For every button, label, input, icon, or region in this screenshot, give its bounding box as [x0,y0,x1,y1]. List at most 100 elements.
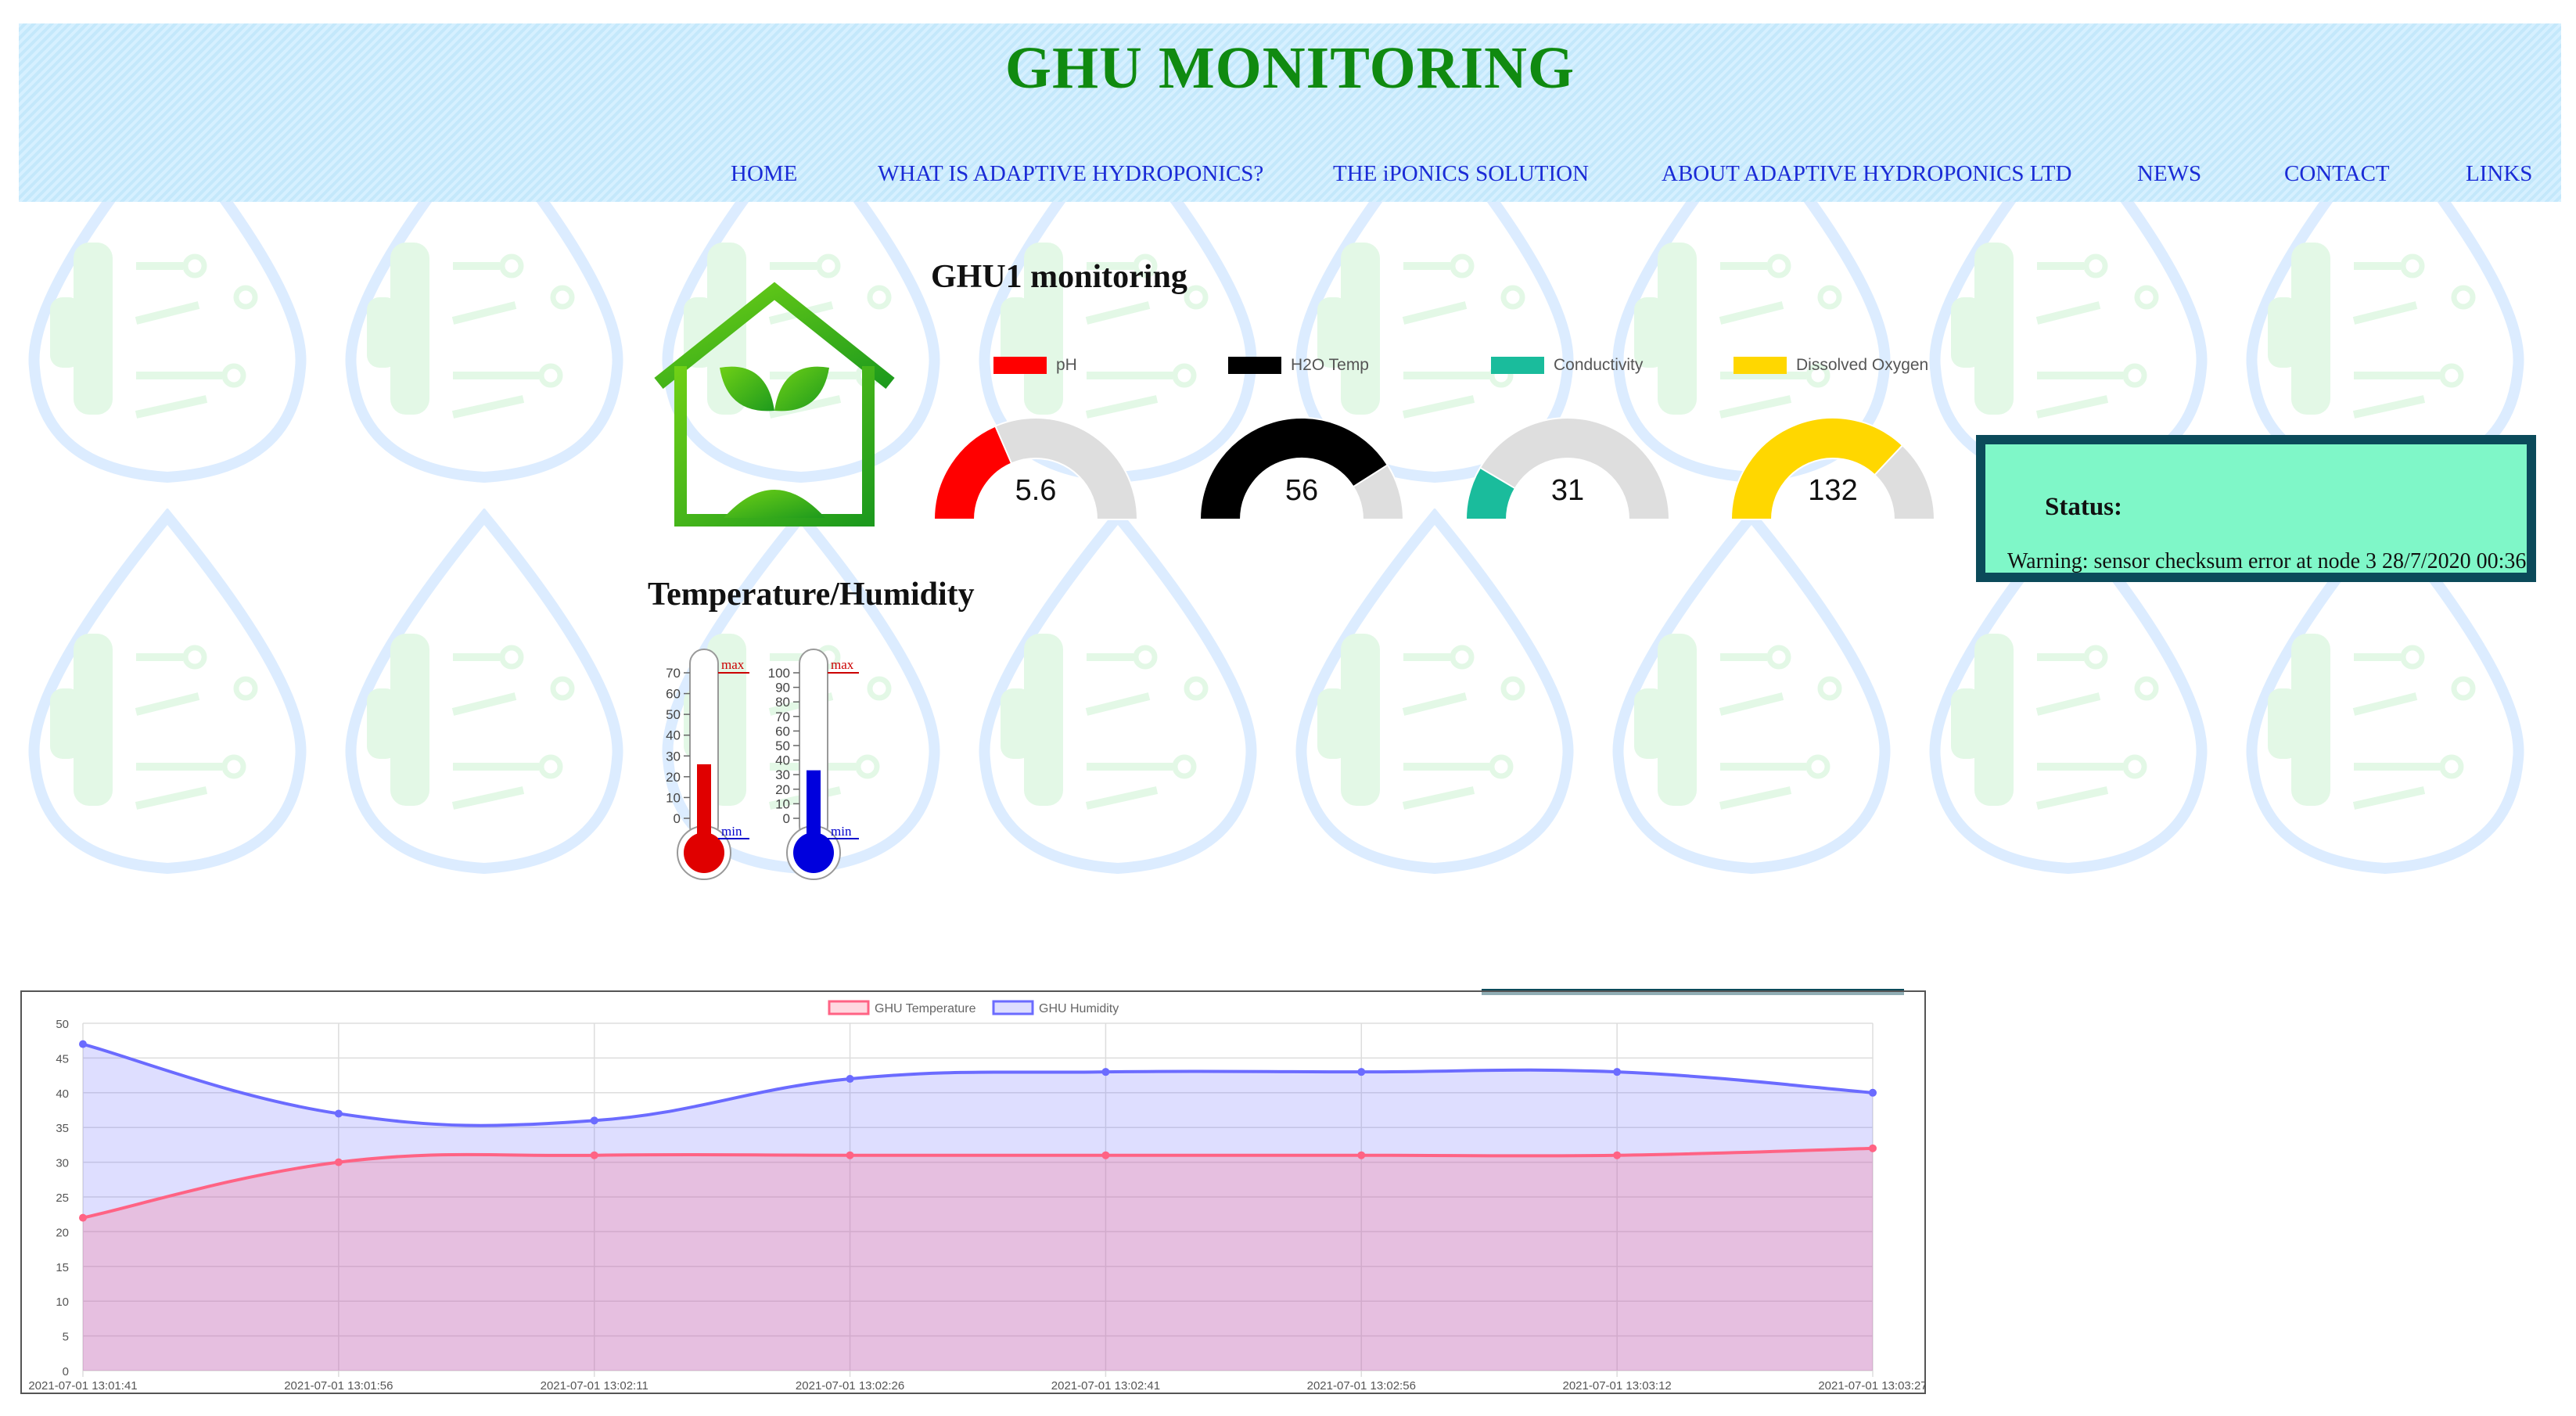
y-tick-label: 10 [56,1296,69,1309]
y-tick-label: 5 [63,1331,69,1344]
y-tick-label: 50 [56,1018,69,1031]
temperature-thermometer-tick-label: 20 [666,770,681,785]
y-tick-label: 15 [56,1261,69,1274]
humidity-thermometer-tick-label: 80 [775,695,790,710]
nav-what-is-adaptive-hydroponics[interactable]: WHAT IS ADAPTIVE HYDROPONICS? [878,161,1264,186]
series-point [590,1116,598,1125]
x-tick-label: 2021-07-01 13:03:12 [1562,1379,1671,1393]
legend-label: H2O Temp [1291,356,1369,374]
nav-news[interactable]: NEWS [2137,161,2202,186]
temperature-thermometer-tick-label: 30 [666,749,681,764]
legend-swatch [1734,357,1787,374]
main-nav: HOME WHAT IS ADAPTIVE HYDROPONICS? THE i… [19,161,2561,202]
watermark-logo-icon [336,507,633,876]
y-tick-label: 25 [56,1191,69,1205]
series-point [334,1109,343,1118]
series-point [334,1158,343,1166]
watermark-logo-icon [969,507,1266,876]
humidity-thermometer-tick-label: 0 [783,811,790,826]
series-point [79,1213,87,1222]
nav-links[interactable]: LINKS [2466,161,2533,186]
legend-swatch [1491,357,1544,374]
status-panel: Status: Warning: sensor checksum error a… [1976,435,2536,582]
legend-label: GHU Humidity [1039,1002,1119,1015]
series-point [1613,1068,1622,1076]
series-point [846,1151,854,1159]
temperature-thermometer-tick-label: 40 [666,728,681,743]
temperature-thermometer-max-label: max [721,657,745,672]
site-title: GHU MONITORING [1004,35,1575,101]
series-point [1869,1088,1877,1097]
gauge-value-dissolved-oxygen: 132 [1808,474,1858,507]
humidity-thermometer-max-label: max [831,657,854,672]
series-point [79,1040,87,1048]
temperature-thermometer-bulb [684,832,724,873]
y-tick-label: 20 [56,1226,69,1239]
x-tick-label: 2021-07-01 13:02:41 [1051,1379,1160,1393]
humidity-thermometer-min-label: min [831,824,852,839]
watermark-logo-icon [19,507,316,876]
status-message: Warning: sensor checksum error at node 3… [2007,549,2527,573]
legend-label: Dissolved Oxygen [1796,356,1929,374]
temperature-thermometer-min-label: min [721,824,742,839]
nav-iponics-solution[interactable]: THE iPONICS SOLUTION [1333,161,1590,186]
status-title: Status: [2045,493,2123,521]
y-tick-label: 0 [63,1365,69,1378]
temperature-thermometer-tick-label: 60 [666,687,681,702]
series-point [1357,1151,1366,1159]
watermark-logo-icon [1603,507,1900,876]
series-line [82,1042,1874,1127]
humidity-thermometer-mercury [807,770,821,853]
legend-label: Conductivity [1554,356,1644,374]
humidity-thermometer-tick-label: 70 [775,710,790,724]
series-area [83,1148,1873,1371]
monitoring-title: GHU1 monitoring [931,259,1187,295]
humidity-thermometer-tick-label: 90 [775,681,790,695]
gauge-fill [1464,466,1517,520]
humidity-thermometer-tick-label: 60 [775,724,790,739]
series-point [1101,1151,1110,1159]
series-point [1357,1068,1366,1076]
humidity-thermometer-tick-label: 20 [775,782,790,797]
gauge-value-h2o-temp: 56 [1284,474,1319,507]
site-header: GHU MONITORING HOME WHAT IS ADAPTIVE HYD… [19,23,2561,202]
humidity-thermometer-bulb [793,832,834,873]
y-tick-label: 35 [56,1122,69,1135]
humidity-thermometer-tick-label: 100 [768,666,790,681]
nav-home[interactable]: HOME [731,161,798,186]
temp-humidity-title: Temperature/Humidity [648,577,975,613]
legend-swatch [828,1000,870,1015]
series-point [1613,1151,1622,1159]
humidity-thermometer-tick-label: 50 [775,739,790,753]
x-tick-label: 2021-07-01 13:01:56 [284,1379,393,1393]
x-tick-label: 2021-07-01 13:02:26 [796,1379,904,1393]
legend-swatch [993,357,1047,374]
gauge-value-conductivity: 31 [1550,474,1585,507]
x-tick-label: 2021-07-01 13:02:56 [1307,1379,1416,1393]
y-tick-label: 45 [56,1052,69,1066]
series-line [82,1146,1874,1220]
series-point [846,1075,854,1084]
series-point [1101,1068,1110,1076]
legend-conductivity: Conductivity [1491,354,1643,377]
nav-about[interactable]: ABOUT ADAPTIVE HYDROPONICS LTD [1662,161,2072,186]
temperature-thermometer-tick-label: 0 [674,811,681,826]
x-tick-label: 2021-07-01 13:01:41 [28,1379,137,1393]
legend-swatch [1228,357,1281,374]
temperature-thermometer-mercury [697,764,711,853]
legend-h2o-temp: H2O Temp [1228,354,1369,377]
nav-contact[interactable]: CONTACT [2284,161,2390,186]
thermometers: 706050403020100maxmin1009080706050403020… [666,649,859,880]
temperature-thermometer-tick-label: 50 [666,707,681,722]
humidity-thermometer-tick-label: 10 [775,796,790,811]
humidity-thermometer-tick-label: 30 [775,767,790,782]
x-tick-label: 2021-07-01 13:03:27 [1818,1379,1924,1393]
legend-dissolved-oxygen: Dissolved Oxygen [1734,354,1928,377]
temperature-thermometer-tick-label: 10 [666,790,681,805]
watermark-logo-icon [1286,507,1583,876]
legend-ph: pH [993,354,1077,377]
legend-swatch [992,1000,1034,1015]
series-point [590,1151,598,1159]
